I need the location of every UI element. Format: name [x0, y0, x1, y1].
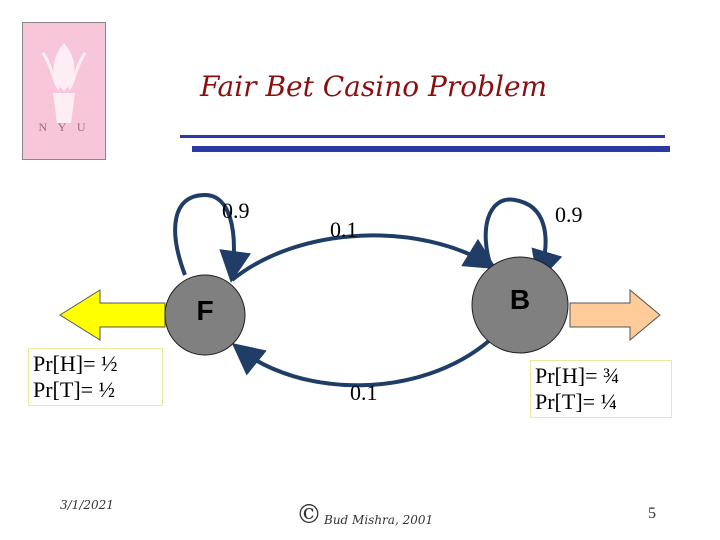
left-output-arrow — [59, 289, 166, 341]
fair-emission-box: Pr[H]= ½ Pr[T]= ½ — [28, 348, 163, 406]
edge-f-self-loop — [173, 192, 252, 283]
slide-title: Fair Bet Casino Problem — [200, 70, 548, 103]
fair-tails-prob: Pr[T]= ½ — [33, 377, 116, 402]
footer-author: Bud Mishra, 2001 — [324, 513, 434, 527]
footer-date: 3/1/2021 — [60, 498, 114, 512]
b-to-f-prob: 0.1 — [350, 380, 378, 405]
state-b-circle — [471, 256, 569, 354]
edge-f-to-b — [230, 233, 497, 282]
logo-text: N Y U — [38, 120, 90, 134]
torch-icon — [41, 43, 87, 123]
nyu-logo: N Y U — [22, 22, 106, 160]
right-output-arrow — [569, 288, 661, 342]
page-number: 5 — [648, 505, 656, 522]
f-to-b-prob: 0.1 — [330, 217, 358, 242]
edge-b-to-f — [231, 338, 492, 388]
fair-heads-prob: Pr[H]= ½ — [33, 351, 118, 376]
b-self-prob: 0.9 — [555, 202, 583, 227]
title-rule-thin — [180, 135, 665, 138]
state-f-circle — [164, 274, 246, 356]
biased-tails-prob: Pr[T]= ¼ — [535, 389, 618, 414]
title-rule-thick — [192, 146, 670, 152]
state-b-label: B — [509, 284, 531, 315]
state-f-label: F — [196, 295, 214, 326]
biased-emission-box: Pr[H]= ¾ Pr[T]= ¼ — [530, 360, 672, 418]
copyright-symbol: © — [296, 500, 322, 530]
f-self-prob: 0.9 — [222, 198, 250, 223]
edge-b-self-loop — [483, 197, 563, 283]
biased-heads-prob: Pr[H]= ¾ — [535, 363, 620, 388]
